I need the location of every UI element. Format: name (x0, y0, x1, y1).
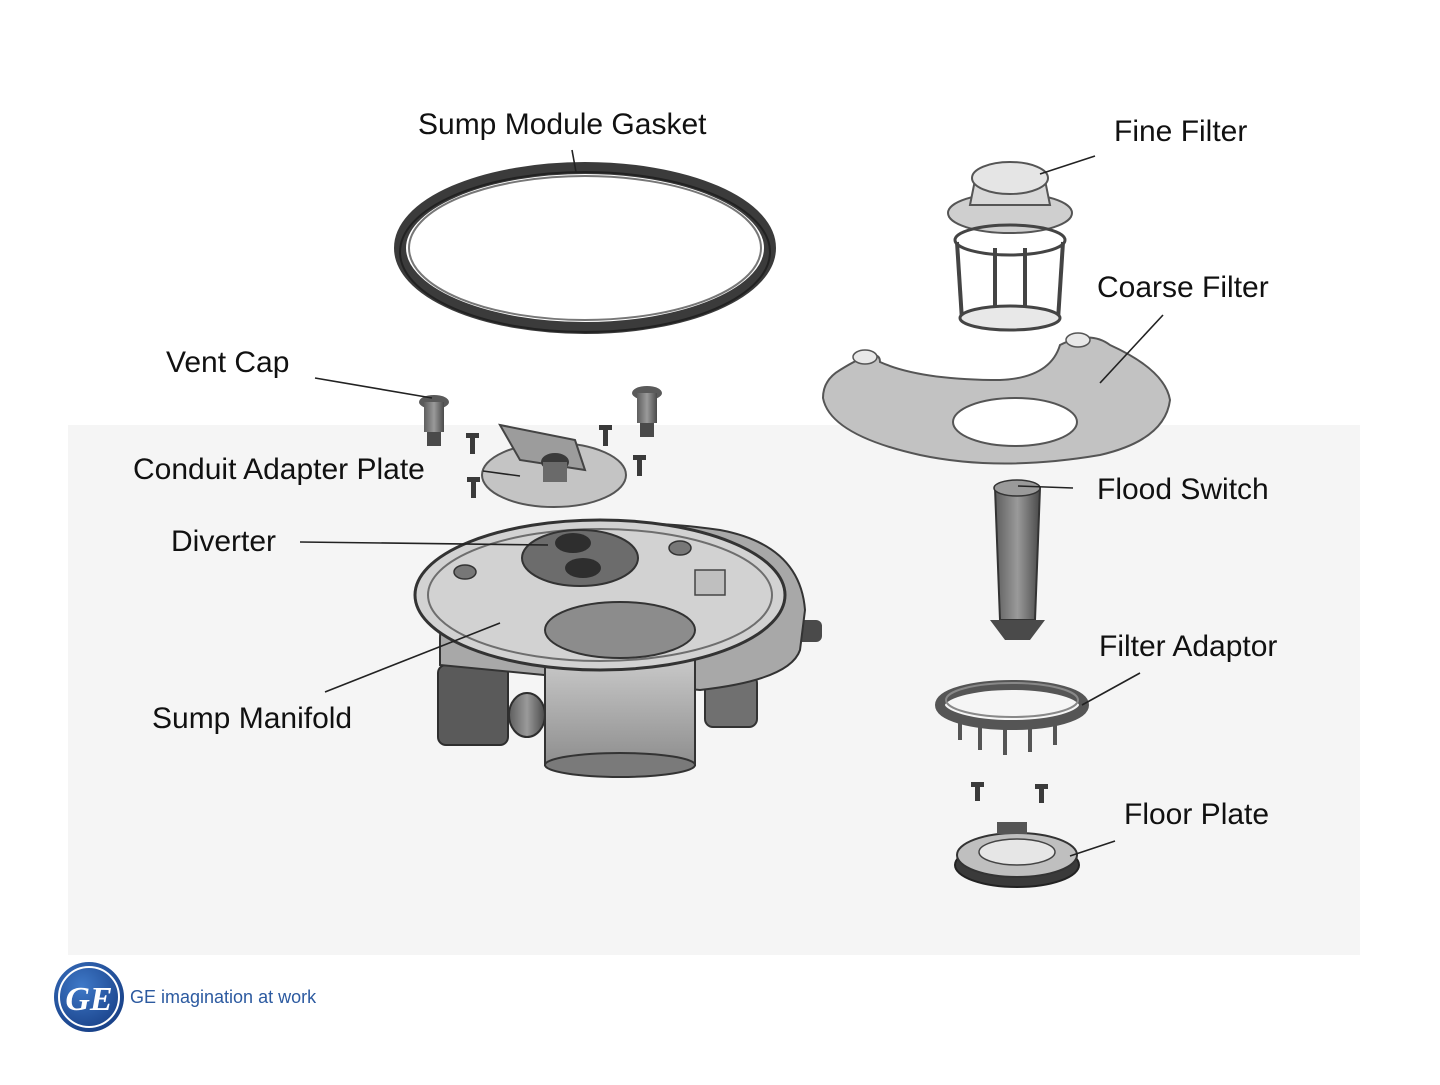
label-sump-module-gasket: Sump Module Gasket (418, 110, 706, 140)
label-diverter: Diverter (171, 527, 276, 557)
label-coarse-filter: Coarse Filter (1097, 273, 1269, 303)
label-filter-adaptor: Filter Adaptor (1099, 632, 1277, 662)
label-floor-plate: Floor Plate (1124, 800, 1269, 830)
label-flood-switch: Flood Switch (1097, 475, 1269, 505)
ge-logo: GE (54, 962, 124, 1032)
leader-fine-filter (1040, 156, 1095, 174)
fine-filter-part (948, 162, 1072, 233)
ge-logo-text: GE (65, 981, 112, 1018)
coarse-filter-cage (955, 225, 1065, 330)
label-sump-manifold: Sump Manifold (152, 704, 352, 734)
label-vent-cap: Vent Cap (166, 348, 289, 378)
diverter-part (522, 530, 638, 586)
sump-module-gasket-part (400, 168, 770, 332)
label-fine-filter: Fine Filter (1114, 117, 1247, 147)
brand-tagline: GE imagination at work (130, 987, 316, 1008)
leader-vent-cap (315, 378, 432, 398)
label-conduit-adapter-plate: Conduit Adapter Plate (133, 455, 425, 485)
